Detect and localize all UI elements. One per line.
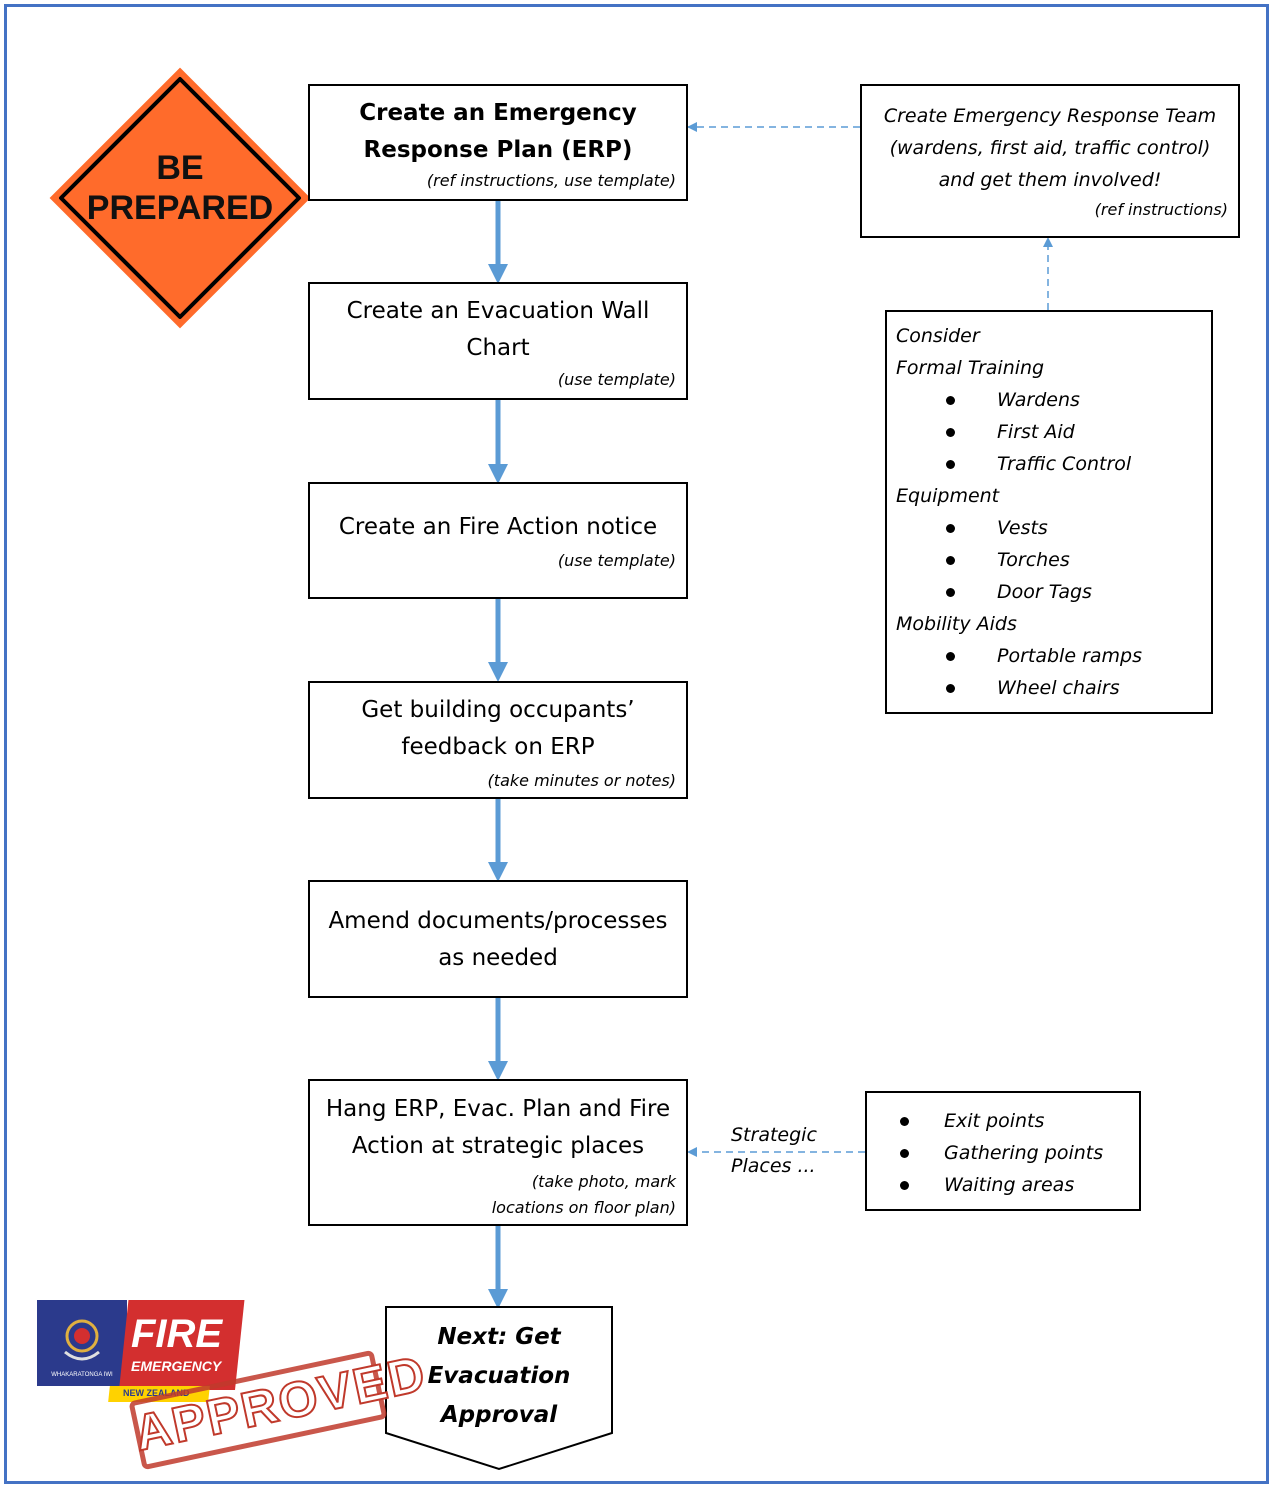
list-item: Wardens <box>896 384 1211 416</box>
step-6-title-line2: Action at strategic places <box>351 1133 645 1159</box>
step-3-note: (use template) <box>557 551 676 570</box>
list-item: Vests <box>896 512 1211 544</box>
team-line1: Create Emergency Response Team <box>883 105 1217 127</box>
strategic-line1: Strategic <box>731 1124 817 1146</box>
bullet-icon <box>900 1116 909 1126</box>
next-step-line1: Next: Get <box>437 1324 561 1350</box>
places-box: Exit points Gathering points Waiting are… <box>865 1091 1141 1211</box>
bullet-icon <box>946 683 955 693</box>
logo-fire-text: FIRE <box>131 1312 223 1356</box>
fire-emergency-logo: WHAKARATONGA IWI FIRE EMERGENCY NEW ZEAL… <box>37 1300 245 1402</box>
sign-line2: PREPARED <box>86 189 274 227</box>
step-fire-action: Create an Fire Action notice (use templa… <box>308 482 688 599</box>
step-2-title-line2: Chart <box>466 335 530 361</box>
strategic-places-label: Strategic Places ... <box>731 1120 817 1182</box>
team-box: Create Emergency Response Team (wardens,… <box>860 84 1240 238</box>
equipment-heading: Equipment <box>896 485 1000 507</box>
list-item: Gathering points <box>867 1137 1139 1169</box>
list-item: First Aid <box>896 416 1211 448</box>
sign-line1: BE <box>156 149 204 187</box>
list-item: Waiting areas <box>867 1169 1139 1201</box>
next-step-line2: Evacuation <box>427 1363 571 1389</box>
list-item: Portable ramps <box>896 640 1211 672</box>
list-item: Exit points <box>867 1105 1139 1137</box>
next-step-text: Next: Get Evacuation Approval <box>384 1318 614 1435</box>
bullet-icon <box>946 523 955 533</box>
step-amend: Amend documents/processes as needed <box>308 880 688 998</box>
mobility-aids-heading: Mobility Aids <box>896 613 1017 635</box>
step-create-erp: Create an Emergency Response Plan (ERP) … <box>308 84 688 201</box>
step-feedback: Get building occupants’ feedback on ERP … <box>308 681 688 799</box>
bullet-icon <box>900 1148 909 1158</box>
step-6-note-line2: locations on floor plan) <box>491 1198 676 1217</box>
bullet-icon <box>946 395 955 405</box>
bullet-icon <box>900 1180 909 1190</box>
step-wall-chart: Create an Evacuation Wall Chart (use tem… <box>308 282 688 400</box>
next-step-shape <box>385 1306 613 1471</box>
strategic-line2: Places ... <box>731 1155 816 1177</box>
list-item: Torches <box>896 544 1211 576</box>
step-2-title-line1: Create an Evacuation Wall <box>346 298 650 324</box>
step-1-title-line1: Create an Emergency <box>359 100 637 126</box>
list-item: Door Tags <box>896 576 1211 608</box>
step-4-title-line1: Get building occupants’ <box>361 697 635 723</box>
logo-maori-text: WHAKARATONGA IWI <box>51 1372 113 1378</box>
page-frame <box>4 4 1269 1484</box>
step-1-title-line2: Response Plan (ERP) <box>363 137 633 163</box>
step-5-title-line1: Amend documents/processes <box>328 908 668 934</box>
step-3-title: Create an Fire Action notice <box>338 514 658 540</box>
crest-icon <box>64 1319 100 1361</box>
consider-box: Consider Formal Training Wardens First A… <box>885 310 1213 714</box>
bullet-icon <box>946 459 955 469</box>
formal-training-heading: Formal Training <box>896 357 1045 379</box>
team-line3: and get them involved! <box>938 169 1162 191</box>
bullet-icon <box>946 555 955 565</box>
bullet-icon <box>946 587 955 597</box>
team-line2: (wardens, first aid, traffic control) <box>889 137 1211 159</box>
consider-heading: Consider <box>896 325 980 347</box>
step-1-note: (ref instructions, use template) <box>426 171 676 190</box>
team-note: (ref instructions) <box>1094 200 1228 219</box>
bullet-icon <box>946 427 955 437</box>
list-item: Wheel chairs <box>896 672 1211 704</box>
step-4-title-line2: feedback on ERP <box>401 734 595 760</box>
be-prepared-sign <box>49 67 311 329</box>
list-item: Traffic Control <box>896 448 1211 480</box>
logo-emergency-text: EMERGENCY <box>131 1358 222 1374</box>
step-6-title-line1: Hang ERP, Evac. Plan and Fire <box>325 1096 671 1122</box>
step-5-title-line2: as needed <box>438 945 558 971</box>
step-2-note: (use template) <box>557 370 676 389</box>
bullet-icon <box>946 651 955 661</box>
step-4-note: (take minutes or notes) <box>487 771 676 790</box>
step-6-note-line1: (take photo, mark <box>531 1172 676 1191</box>
sign-text: BE PREPARED <box>47 148 313 228</box>
step-hang: Hang ERP, Evac. Plan and Fire Action at … <box>308 1079 688 1226</box>
logo-nz-text: NEW ZEALAND <box>123 1388 190 1398</box>
next-step-line3: Approval <box>440 1402 558 1428</box>
